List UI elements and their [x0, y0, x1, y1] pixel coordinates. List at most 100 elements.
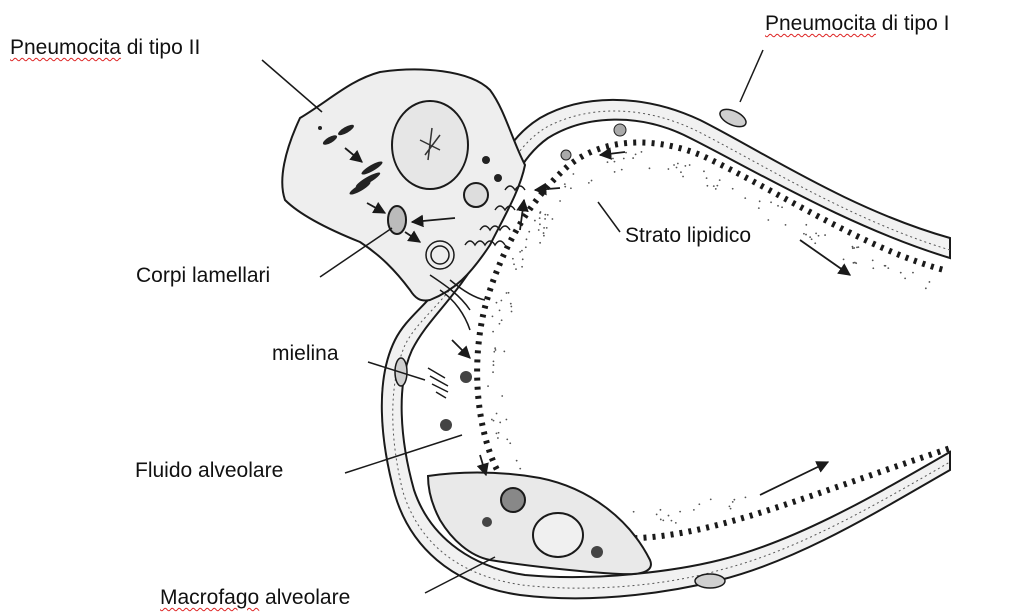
fluid-particle [440, 419, 452, 431]
fluid-speckle [612, 158, 614, 160]
fluid-speckle [501, 395, 503, 397]
fluid-speckle [777, 205, 779, 207]
lipid-layer-mark [810, 493, 812, 499]
lamellar-body [388, 206, 406, 234]
fluid-speckle [526, 238, 528, 240]
fluid-speckle [885, 265, 887, 267]
fluid-speckle [497, 437, 499, 439]
fluid-speckle [815, 232, 817, 234]
fluid-speckle [668, 515, 670, 517]
fluid-speckle [494, 347, 496, 349]
fluid-speckle [506, 419, 508, 421]
lipid-layer-mark [564, 165, 568, 169]
lipid-layer-mark [785, 502, 787, 508]
fluid-speckle [547, 214, 549, 216]
fluid-speckle [758, 207, 760, 209]
lipid-layer-mark [481, 433, 487, 434]
lipid-layer-mark [662, 141, 663, 147]
lipid-layer-mark [501, 254, 506, 256]
fluid-speckle [698, 503, 700, 505]
fluid-speckle [809, 236, 811, 238]
wall-particle [614, 124, 626, 136]
fluid-speckle [552, 218, 554, 220]
fluid-speckle [519, 468, 521, 470]
fluid-speckle [733, 499, 735, 501]
fluid-speckle [543, 235, 545, 237]
lipid-layer-mark [931, 264, 933, 270]
lipid-layer-mark [745, 175, 748, 180]
lipid-layer-mark [827, 487, 829, 493]
fluid-speckle [668, 168, 670, 170]
lipid-layer-mark [513, 230, 518, 233]
fluid-speckle [506, 438, 508, 440]
fluid-speckle [487, 385, 489, 387]
lipid-layer-mark [539, 192, 544, 196]
fluid-speckle [662, 520, 664, 522]
fluid-speckle [521, 266, 523, 268]
fluid-speckle [512, 258, 514, 260]
lipid-layer-mark [836, 484, 838, 490]
fluid-speckle [767, 219, 769, 221]
fluid-speckle [588, 182, 590, 184]
fluid-speckle [522, 258, 524, 260]
lipid-layer-mark [476, 406, 482, 407]
fluid-speckle [770, 201, 772, 203]
fluid-speckle [508, 292, 510, 294]
fluid-speckle [675, 522, 677, 524]
lipid-layer-mark [808, 209, 811, 214]
lipid-layer-mark [523, 214, 528, 217]
lipid-layer-mark [759, 510, 761, 516]
lipid-layer-mark [848, 230, 851, 235]
lipid-layer-mark [742, 515, 744, 521]
fluid-speckle [614, 161, 616, 163]
fluid-speckle [511, 311, 513, 313]
lipid-layer-mark [482, 306, 488, 307]
fluid-speckle [492, 371, 494, 373]
fluid-speckle [814, 242, 816, 244]
lipid-layer-mark [688, 148, 690, 154]
label-pneumocyte-type1-word: Pneumocita [765, 12, 876, 35]
type2-pneumocyte-cell [282, 69, 525, 300]
fluid-speckle [491, 419, 493, 421]
fluid-speckle [623, 158, 625, 160]
lipid-layer-mark [824, 218, 827, 223]
fluid-speckle [493, 364, 495, 366]
lipid-layer-mark [551, 178, 555, 182]
fluid-speckle [625, 152, 627, 154]
lipid-layer-mark [929, 452, 931, 458]
label-pneumocyte-type2-rest: di tipo II [121, 36, 200, 59]
lipid-layer-mark [589, 150, 591, 155]
fluid-speckle [492, 315, 494, 317]
wall-particle [561, 150, 571, 160]
fluid-speckle [506, 292, 508, 294]
fluid-speckle [633, 511, 635, 513]
fluid-speckle [872, 267, 874, 269]
lipid-layer-mark [477, 333, 483, 334]
fluid-speckle [528, 231, 530, 233]
label-alveolar-macrophage: Macrofago alveolare [160, 586, 350, 610]
lipid-layer-mark [580, 154, 583, 159]
lipid-layer-mark [889, 248, 891, 254]
fluid-speckle [730, 508, 732, 510]
fluid-speckle [534, 220, 536, 222]
lipid-layer-mark [607, 143, 609, 149]
fluid-speckle [544, 214, 546, 216]
lipid-layer-mark [484, 441, 490, 443]
fluid-speckle [538, 229, 540, 231]
fluid-speckle [706, 185, 708, 187]
macrophage-granule [482, 517, 492, 527]
fluid-speckle [499, 422, 501, 424]
lipid-layer-mark [904, 461, 906, 467]
type1-nucleus [717, 106, 748, 131]
fluid-speckle [713, 185, 715, 187]
fluid-speckle [543, 232, 545, 234]
fluid-speckle [852, 247, 854, 249]
fluid-speckle [539, 212, 541, 214]
fluid-speckle [744, 197, 746, 199]
fluid-speckle [510, 303, 512, 305]
macrophage-nucleus [533, 513, 583, 557]
lipid-layer-mark [733, 518, 735, 524]
lipid-layer-mark [716, 522, 717, 528]
lipid-layer-mark [680, 530, 681, 536]
lipid-layer-mark [864, 238, 867, 243]
